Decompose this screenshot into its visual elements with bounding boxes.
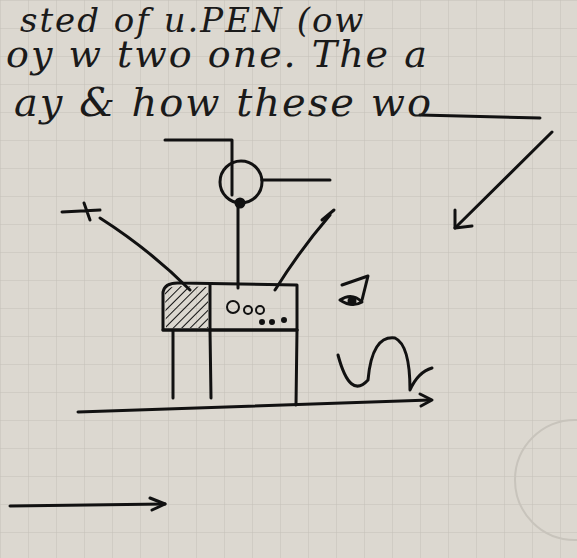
handwritten-note: ay & how these wo xyxy=(14,82,433,122)
pupil xyxy=(236,199,244,207)
stroke xyxy=(420,115,540,118)
stroke xyxy=(262,179,330,182)
divider xyxy=(209,285,212,330)
box-base xyxy=(163,329,297,332)
pointer-arrow xyxy=(455,132,552,228)
leg xyxy=(210,330,211,398)
eye xyxy=(220,161,262,203)
arrow-head xyxy=(455,210,472,228)
hatched-panel xyxy=(165,286,208,328)
dot xyxy=(261,321,264,324)
arrow-head xyxy=(150,498,165,510)
handwritten-note: oy w two one. The a xyxy=(6,34,429,74)
dial xyxy=(227,301,239,313)
ground-line xyxy=(78,400,430,412)
leg xyxy=(172,330,175,398)
machine-box xyxy=(163,283,297,330)
leg xyxy=(296,330,297,405)
stroke xyxy=(10,504,165,506)
curvy-line xyxy=(338,338,432,390)
faint-circle xyxy=(515,420,577,540)
dot xyxy=(283,319,286,322)
sketch xyxy=(10,115,552,510)
pupil xyxy=(349,298,355,304)
hook-line xyxy=(165,140,232,195)
antenna xyxy=(275,215,330,290)
dial xyxy=(244,306,252,314)
antenna-tip xyxy=(62,203,100,220)
small-eye xyxy=(340,296,362,304)
antenna xyxy=(100,218,190,290)
arrow-head xyxy=(420,394,432,406)
dot xyxy=(271,321,274,324)
stalk xyxy=(237,202,240,288)
dial xyxy=(256,306,264,314)
antenna-tip xyxy=(322,210,334,220)
